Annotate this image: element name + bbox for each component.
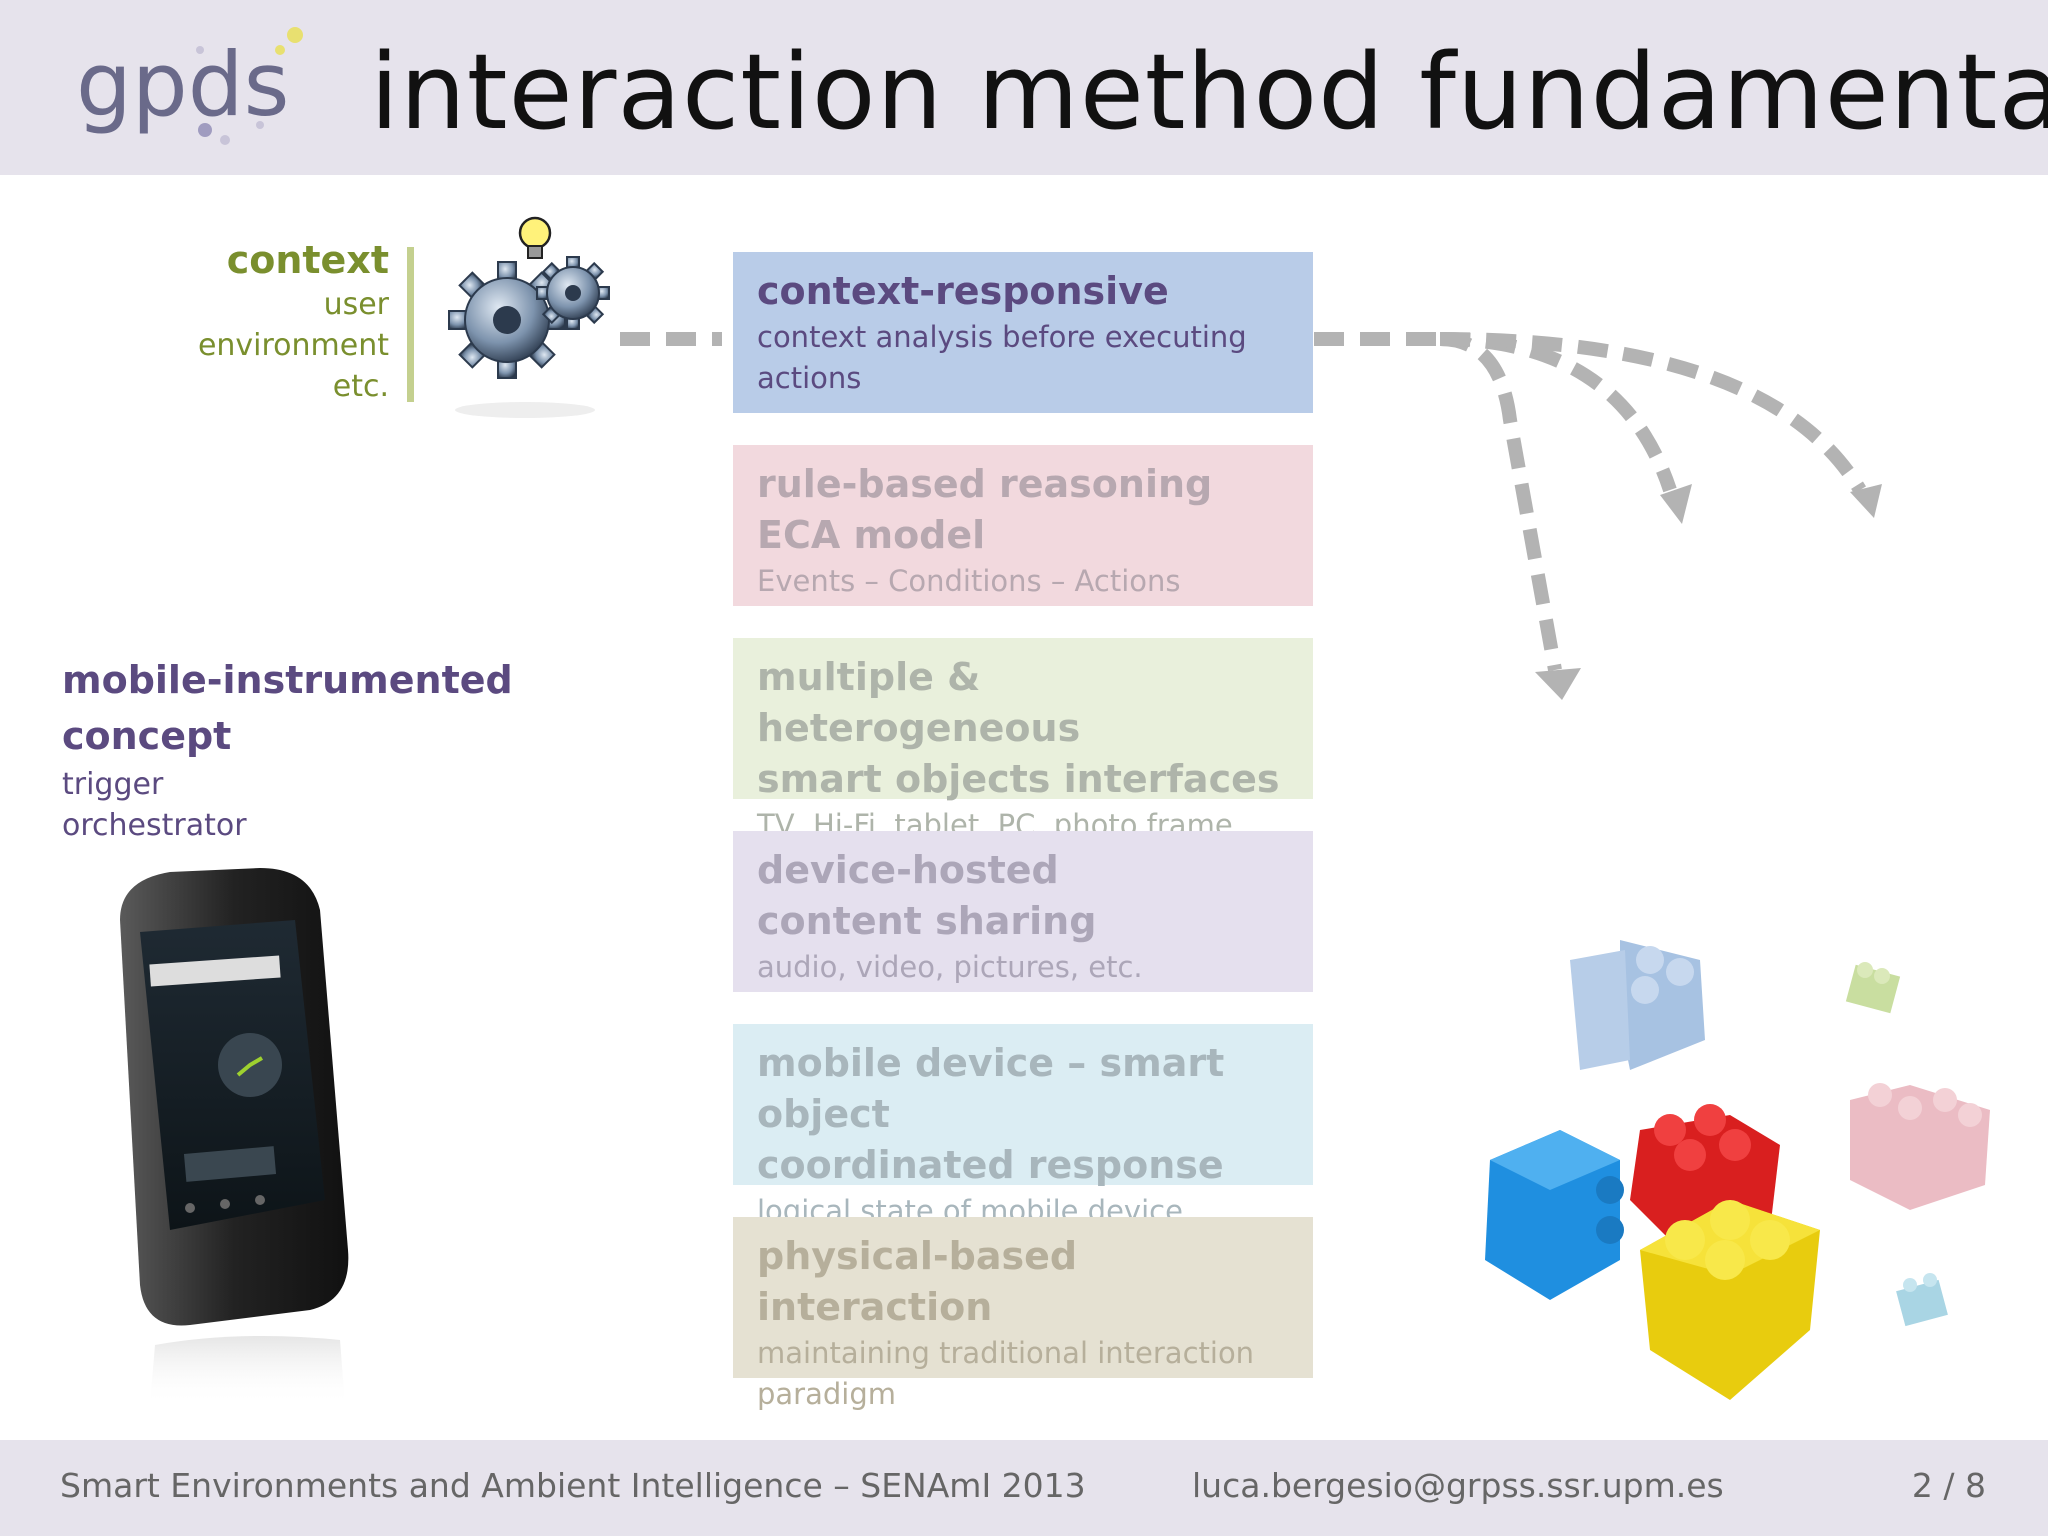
box-title: ECA model — [757, 513, 986, 557]
box-subtitle: maintaining traditional interaction — [757, 1336, 1255, 1370]
mobile-concept-item: orchestrator — [62, 808, 247, 843]
svg-text:gpds: gpds — [76, 33, 289, 136]
box-context-responsive: context-responsive context analysis befo… — [733, 252, 1313, 413]
box-title: coordinated response — [757, 1143, 1224, 1187]
block-blue — [1485, 1130, 1624, 1300]
slide-header: gpds interaction method fundamentals — [0, 0, 2048, 175]
context-item: user — [323, 287, 389, 322]
dashed-arrow-far — [1439, 332, 1867, 494]
block-light-blue — [1570, 940, 1705, 1070]
block-pink — [1850, 1083, 1990, 1210]
arrowhead-mid — [1660, 484, 1692, 524]
box-subtitle: paradigm — [757, 1377, 896, 1411]
footer-page-number: 2 / 8 — [1911, 1466, 1986, 1505]
box-title: context-responsive — [757, 269, 1169, 313]
context-item: etc. — [332, 369, 389, 404]
mobile-concept-item: trigger — [62, 767, 164, 802]
slide-footer: Smart Environments and Ambient Intellige… — [0, 1440, 2048, 1536]
footer-conference: Smart Environments and Ambient Intellige… — [60, 1466, 1086, 1505]
context-title: context — [226, 238, 389, 282]
slide-title: interaction method fundamentals — [370, 31, 2048, 153]
box-subtitle: Events – Conditions – Actions — [757, 564, 1181, 598]
box-title: multiple & heterogeneous — [757, 655, 1081, 750]
box-title: device-hosted — [757, 848, 1059, 892]
mobile-concept-block: mobile-instrumented concept trigger orch… — [62, 652, 513, 846]
box-title: rule-based reasoning — [757, 462, 1213, 506]
dashed-arrow-down — [1439, 332, 1562, 672]
box-subtitle: audio, video, pictures, etc. — [757, 950, 1143, 984]
block-yellow — [1640, 1200, 1820, 1400]
dashed-arrow-mid — [1439, 332, 1677, 493]
box-coordinated-response: mobile device – smart object coordinated… — [733, 1024, 1313, 1228]
box-content-sharing: device-hosted content sharing audio, vid… — [733, 831, 1313, 992]
box-subtitle: actions — [757, 361, 862, 395]
box-smart-objects-interfaces: multiple & heterogeneous smart objects i… — [733, 638, 1313, 883]
context-divider — [407, 247, 414, 402]
block-light-cyan — [1896, 1273, 1948, 1327]
context-block: context user environment etc. — [198, 236, 389, 407]
box-title: content sharing — [757, 899, 1097, 943]
context-item: environment — [197, 328, 389, 363]
block-light-green — [1845, 962, 1901, 1014]
footer-email: luca.bergesio@grpss.ssr.upm.es — [1192, 1466, 1724, 1505]
gpds-logo: gpds — [76, 27, 303, 145]
box-physical-interaction: physical-based interaction maintaining t… — [733, 1217, 1313, 1411]
gears-lightbulb-icon — [448, 216, 610, 418]
box-subtitle: context analysis before executing — [757, 320, 1247, 354]
arrowhead-far — [1850, 484, 1882, 518]
arrowhead-down — [1535, 668, 1581, 700]
box-rule-based-reasoning: rule-based reasoning ECA model Events – … — [733, 445, 1313, 606]
mobile-concept-title: concept — [62, 714, 232, 758]
box-title: smart objects interfaces — [757, 757, 1280, 801]
toy-blocks-image — [1485, 940, 1990, 1400]
smartphone-image — [120, 868, 349, 1405]
box-title: mobile device – smart object — [757, 1041, 1225, 1136]
mobile-concept-title: mobile-instrumented — [62, 658, 513, 702]
box-title: physical-based interaction — [757, 1234, 1078, 1329]
